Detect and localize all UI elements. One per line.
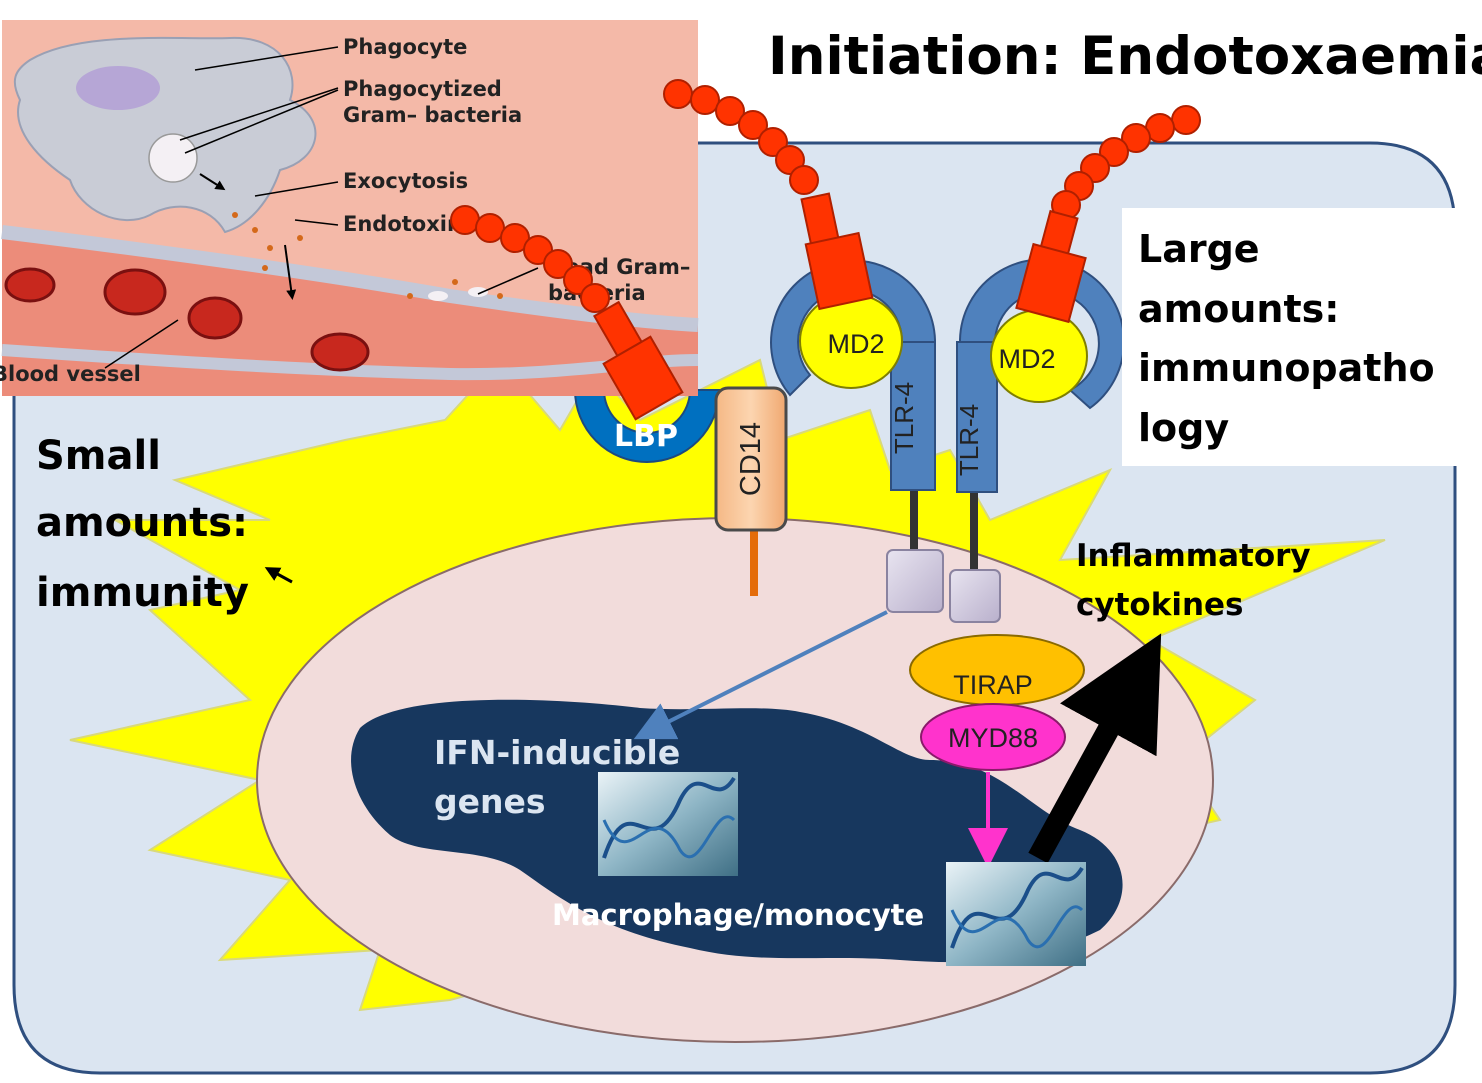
cd14-stalk: [750, 528, 758, 596]
inset-phagocyte-label: Phagocyte: [343, 35, 467, 59]
tlr4-left-body: [890, 341, 936, 491]
lbp-label: LBP: [614, 419, 678, 454]
md2-right-label: MD2: [998, 344, 1055, 374]
inset-phagocytized-line2: Gram– bacteria: [343, 103, 522, 127]
tirap-label: TIRAP: [953, 670, 1033, 700]
dna-icon-cytokine: [946, 862, 1086, 966]
lps-chain-lbp: [450, 205, 684, 421]
inset-phagocytized-line1: Phagocytized: [343, 77, 502, 101]
large-amounts-line1: Large: [1138, 227, 1260, 271]
tlr4-right-body: [956, 341, 998, 493]
tlr4-right-label: TLR-4: [954, 404, 984, 476]
inflammatory-line1: Inflammatory: [1076, 538, 1311, 574]
tlr4-left-hook: [770, 259, 936, 397]
small-amounts-line1: Small: [36, 433, 161, 479]
tlr4-left-stalk: [910, 482, 918, 554]
tir-domain-left: [886, 549, 944, 613]
small-amounts-line3: immunity: [36, 570, 249, 616]
inset-endotoxin-label: Endotoxin: [343, 212, 462, 236]
endotoxin-release-inset: Phagocyte Phagocytized Gram– bacteria Ex…: [0, 20, 699, 396]
dna-icon-ifn: [598, 772, 738, 876]
small-amounts-pointer-arrow: [264, 567, 293, 584]
inset-blood-vessel-label: Blood vessel: [0, 362, 141, 386]
ifn-pathway-arrow: [633, 610, 888, 740]
inflammatory-line2: cytokines: [1076, 587, 1244, 623]
tlr4-right-stalk: [970, 492, 978, 574]
page-title: Initiation: Endotoxaemia: [768, 26, 1482, 87]
ifn-label-line1: IFN-inducible: [434, 733, 680, 772]
large-amounts-line2: amounts:: [1138, 287, 1339, 331]
inset-exocytosis-label: Exocytosis: [343, 169, 468, 193]
myd88-label: MYD88: [948, 723, 1038, 753]
tir-domain-right: [949, 569, 1001, 623]
cd14-receptor: [714, 386, 788, 532]
lps-chain-md2-left: [663, 79, 874, 311]
lps-chain-md2-right: [1015, 105, 1201, 324]
large-amounts-line4: logy: [1138, 406, 1229, 450]
md2-left-label: MD2: [827, 329, 884, 359]
ifn-label-line2: genes: [434, 782, 546, 821]
large-amounts-line3: immunopatho: [1138, 346, 1435, 390]
tlr4-left-label: TLR-4: [889, 382, 919, 454]
cd14-label: CD14: [735, 422, 767, 496]
small-amounts-line2: amounts:: [36, 500, 248, 546]
cytokine-output-arrow: [1028, 633, 1162, 864]
cell-type-label: Macrophage/monocyte: [552, 898, 924, 932]
large-amounts-box: [1122, 208, 1474, 466]
